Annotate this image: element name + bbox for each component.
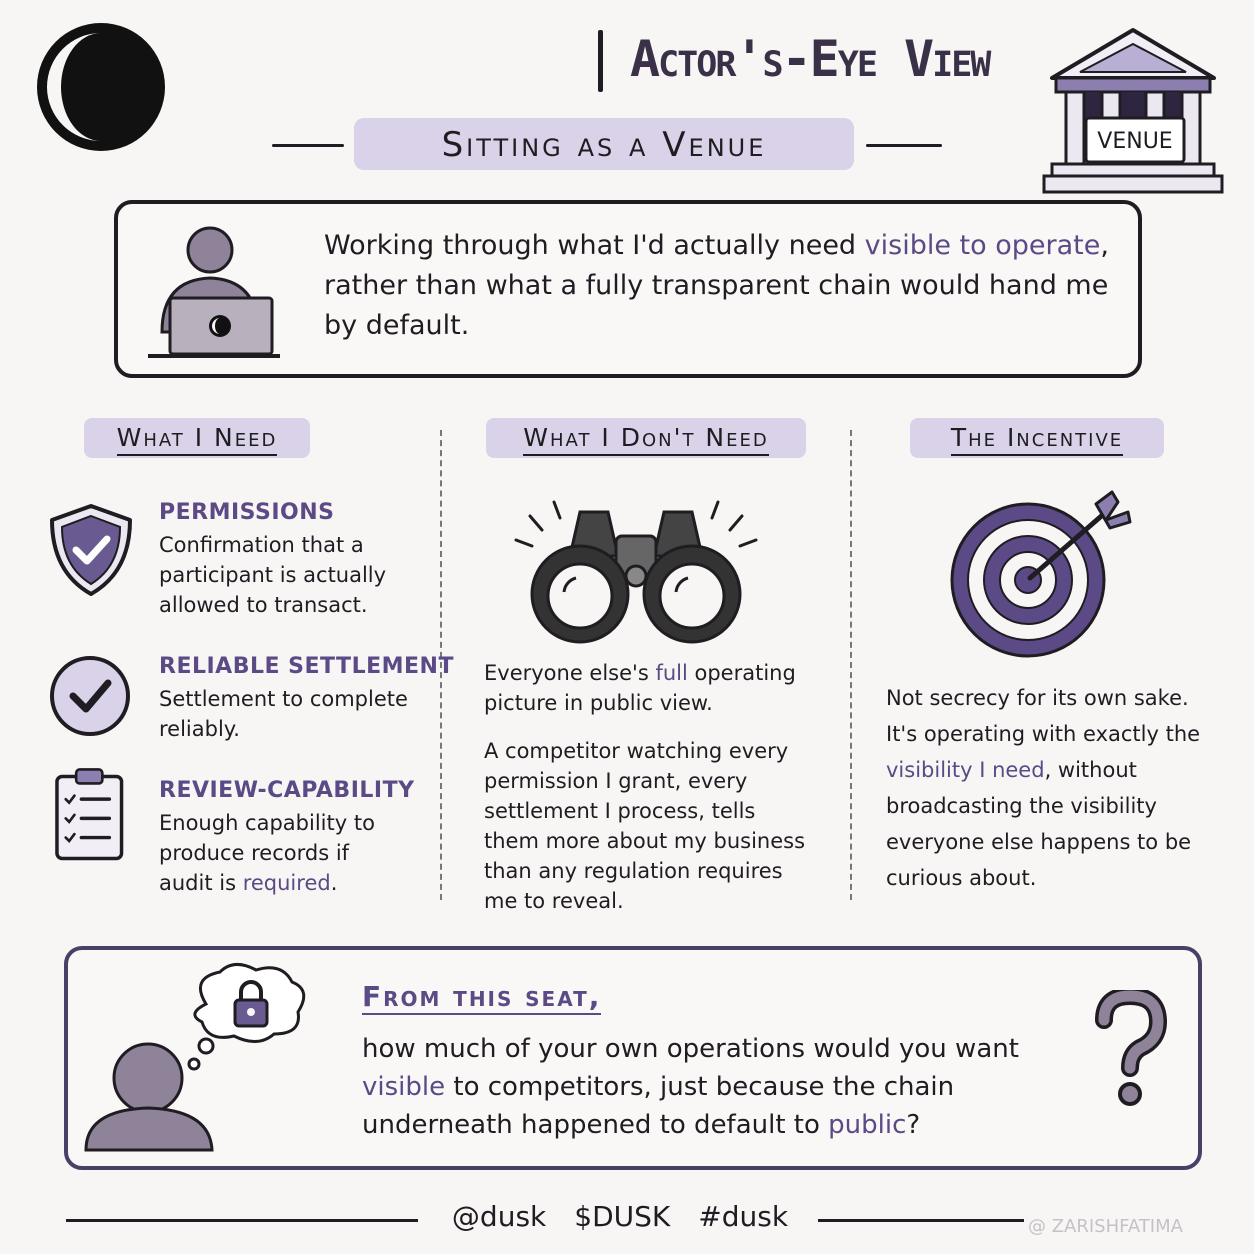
page-subtitle: Sitting as a Venue — [354, 118, 854, 170]
need-desc-permissions: Confirmation that a participant is actua… — [159, 533, 387, 617]
subtitle-band: Sitting as a Venue — [272, 114, 942, 178]
need-desc-review: Enough capability to produce records if … — [159, 811, 375, 895]
target-arrow-icon — [950, 490, 1132, 658]
need-title-settlement: RELIABLE SETTLEMENT — [159, 654, 454, 679]
footer-tag-ticker[interactable]: $DUSK — [574, 1200, 671, 1233]
venue-sign-label: VENUE — [1097, 129, 1172, 154]
need-desc-settlement: Settlement to complete reliably. — [159, 687, 408, 741]
footer-line-right — [818, 1219, 1024, 1222]
shield-check-icon — [50, 504, 132, 596]
thinking-person-lock-icon — [84, 963, 306, 1152]
person-at-laptop-icon — [148, 226, 280, 358]
title-bar — [598, 30, 603, 92]
binoculars-icon — [514, 500, 758, 644]
crescent-moon-logo-icon — [37, 23, 165, 151]
footer-tag-hashtag[interactable]: #dusk — [698, 1200, 789, 1233]
venue-building-icon: VENUE — [1042, 28, 1224, 194]
dont-need-paragraph-2: A competitor watching every permission I… — [484, 739, 806, 913]
footer-tags: @dusk $DUSK #dusk — [430, 1200, 810, 1233]
dont-need-paragraph-1: Everyone else's full operating picture i… — [484, 661, 796, 715]
question-mark-icon — [1095, 990, 1168, 1106]
intro-text: Working through what I'd actually need v… — [324, 230, 1109, 341]
column-divider — [850, 430, 852, 900]
check-circle-icon — [50, 656, 130, 736]
watermark: @ ZARISHFATIMA — [1028, 1216, 1183, 1237]
column-divider — [440, 430, 442, 900]
need-title-permissions: PERMISSIONS — [159, 500, 335, 525]
question-text: how much of your own operations would yo… — [362, 1034, 1019, 1140]
intro-highlight: visible to operate — [864, 230, 1101, 261]
heading-what-i-dont-need: What I Don't Need — [486, 418, 806, 458]
need-title-review: REVIEW-CAPABILITY — [159, 778, 415, 803]
footer-line-left — [66, 1219, 418, 1222]
question-title: From this seat, — [362, 980, 602, 1015]
incentive-text: Not secrecy for its own sake. It's opera… — [886, 686, 1201, 890]
heading-the-incentive: The Incentive — [910, 418, 1164, 458]
page-title: Actor's-Eye View — [630, 30, 991, 88]
clipboard-checklist-icon — [55, 768, 124, 861]
heading-what-i-need: What I Need — [84, 418, 310, 458]
footer-tag-handle[interactable]: @dusk — [451, 1200, 547, 1233]
intro-box — [114, 200, 1142, 378]
